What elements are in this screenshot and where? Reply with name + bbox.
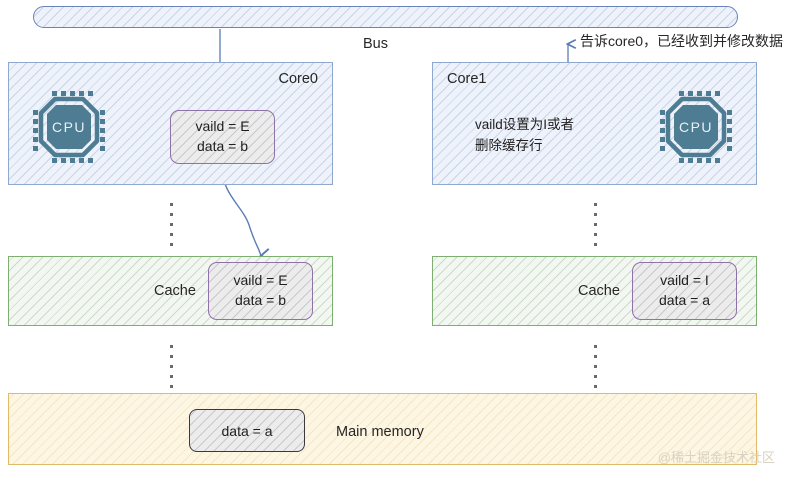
cpu-chip-icon: CPU [33, 91, 105, 163]
core1-note-line1: vaild设置为I或者 [475, 117, 575, 132]
bus-bar [33, 6, 738, 28]
main-memory-data-chip: data = a [189, 409, 305, 452]
core1-label: Core1 [447, 71, 487, 87]
bus-annotation-text: 告诉core0，已经收到并修改数据 [580, 33, 784, 49]
watermark: @稀土掘金技术社区 [657, 450, 775, 465]
cpu-icon-text: CPU [679, 119, 713, 135]
cache0-label: Cache [154, 283, 196, 299]
cache0-chip-line1: vaild = E [233, 272, 288, 289]
cache1-label: Cache [578, 283, 620, 299]
core0-label: Core0 [278, 71, 319, 87]
bus-label: Bus [363, 36, 388, 52]
cache1-chip-line1: vaild = I [660, 272, 709, 289]
main-memory-chip-line1: data = a [221, 422, 273, 439]
cpu-icon-text: CPU [52, 119, 86, 135]
core1-note-line2: 删除缓存行 [475, 137, 543, 153]
cpu-chip-icon: CPU [660, 91, 732, 163]
cache0-cacheline-chip: vaild = E data = b [208, 262, 313, 320]
cache1-cacheline-chip: vaild = I data = a [632, 262, 737, 320]
main-memory-box [8, 393, 757, 465]
ellipsis-core1-cache1 [594, 203, 597, 246]
core0-cacheline-chip: vaild = E data = b [170, 110, 275, 164]
core1-note-text: vaild设置为I或者 删除缓存行 [475, 115, 574, 157]
cache1-chip-line2: data = a [659, 292, 710, 308]
core0-chip-line2: data = b [197, 138, 248, 154]
ellipsis-cache0-memory [170, 345, 173, 388]
cache0-chip-line2: data = b [235, 292, 286, 308]
ellipsis-cache1-memory [594, 345, 597, 388]
main-memory-label: Main memory [336, 424, 424, 440]
core0-chip-line1: vaild = E [195, 118, 250, 135]
ellipsis-core0-cache0 [170, 203, 173, 246]
core1-box: Core1 CPU [432, 62, 757, 185]
